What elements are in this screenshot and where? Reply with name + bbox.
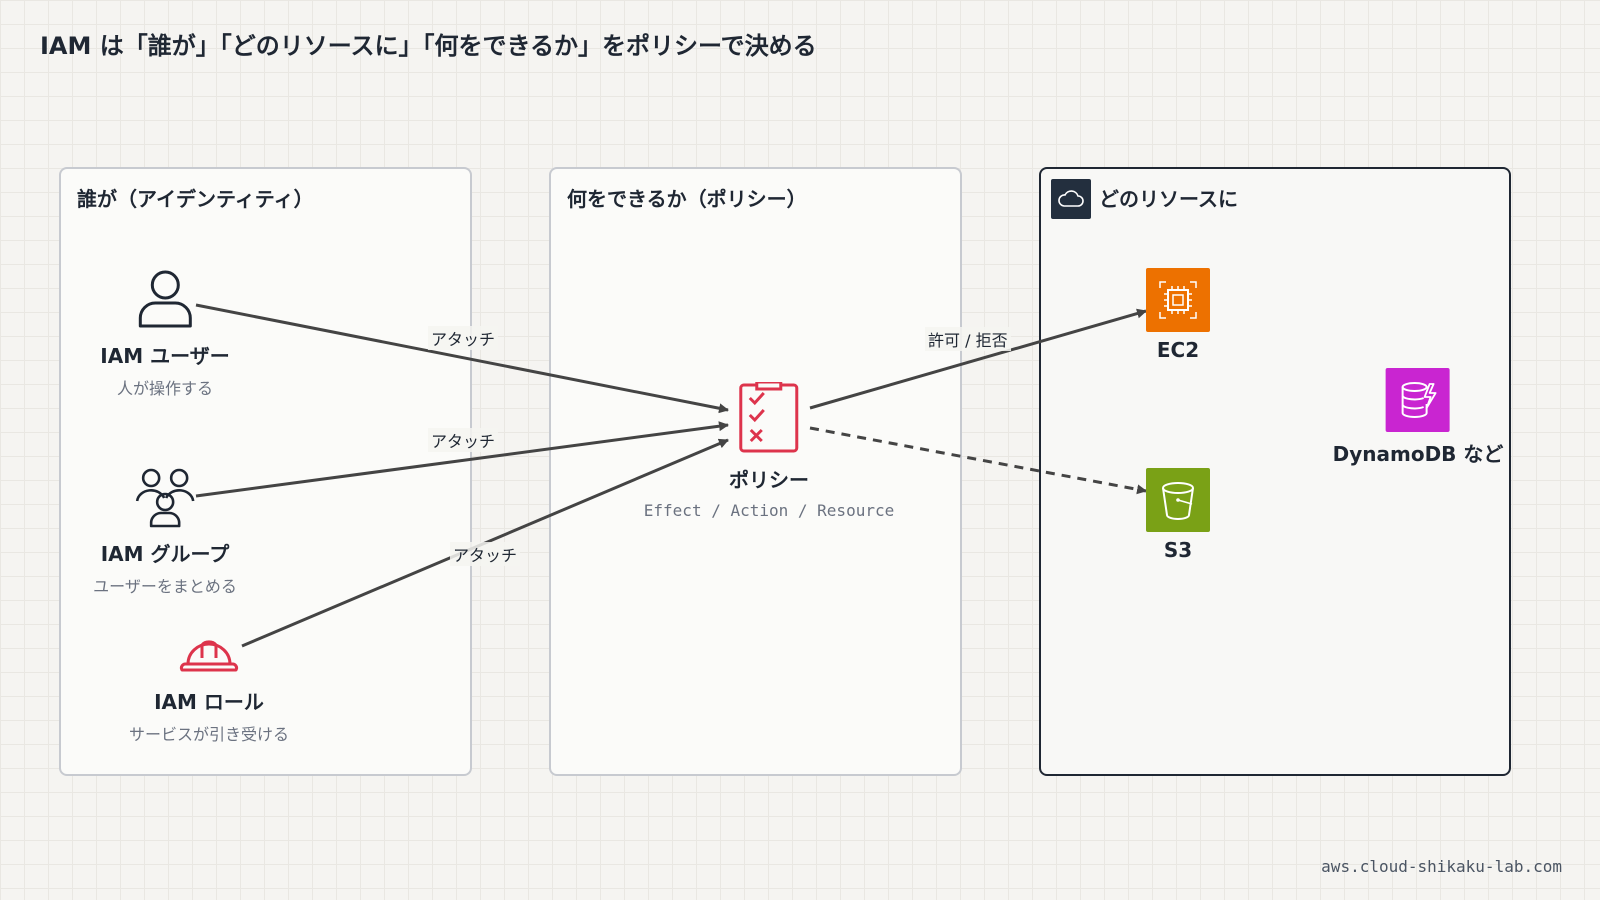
users-icon — [134, 468, 196, 532]
user-icon — [135, 268, 195, 334]
iam-group-node: IAM グループ ユーザーをまとめる — [93, 468, 237, 597]
policy-node: ポリシー Effect / Action / Resource — [643, 380, 895, 520]
iam-group-label: IAM グループ — [100, 542, 230, 566]
ec2-label: EC2 — [1156, 338, 1200, 362]
resources-panel: どのリソースに — [1039, 167, 1511, 776]
s3-label: S3 — [1163, 538, 1193, 562]
ec2-node: EC2 — [1146, 268, 1210, 362]
iam-role-sub: サービスが引き受ける — [128, 725, 290, 744]
s3-node: S3 — [1146, 468, 1210, 562]
identity-panel-title: 誰が（アイデンティティ） — [77, 187, 314, 211]
dynamodb-icon — [1385, 368, 1450, 432]
edge-label-attach-group: アタッチ — [428, 428, 499, 452]
ec2-icon — [1146, 268, 1210, 332]
policy-sub: Effect / Action / Resource — [643, 501, 895, 520]
edge-label-attach-role: アタッチ — [450, 542, 521, 566]
iam-group-sub: ユーザーをまとめる — [93, 577, 237, 596]
iam-role-label: IAM ロール — [154, 690, 264, 714]
page-title: IAM は「誰が」「どのリソースに」「何をできるか」をポリシーで決める — [40, 32, 817, 60]
edge-label-attach-user: アタッチ — [428, 326, 499, 350]
iam-user-label: IAM ユーザー — [100, 344, 230, 368]
dynamodb-label: DynamoDB など — [1332, 442, 1504, 466]
checklist-icon — [738, 380, 800, 458]
iam-user-node: IAM ユーザー 人が操作する — [100, 268, 230, 399]
policy-panel-title: 何をできるか（ポリシー） — [567, 187, 807, 211]
iam-user-sub: 人が操作する — [116, 379, 214, 398]
iam-role-node: IAM ロール サービスが引き受ける — [129, 636, 289, 745]
cloud-icon — [1051, 179, 1091, 219]
footer-url: aws.cloud-shikaku-lab.com — [1321, 857, 1562, 876]
helmet-icon — [178, 636, 240, 680]
dynamodb-node: DynamoDB など — [1332, 368, 1504, 467]
policy-label: ポリシー — [728, 468, 809, 492]
resources-panel-title: どのリソースに — [1099, 187, 1238, 211]
edge-label-allow-deny: 許可 / 拒否 — [925, 327, 1011, 351]
s3-bucket-icon — [1146, 468, 1210, 532]
